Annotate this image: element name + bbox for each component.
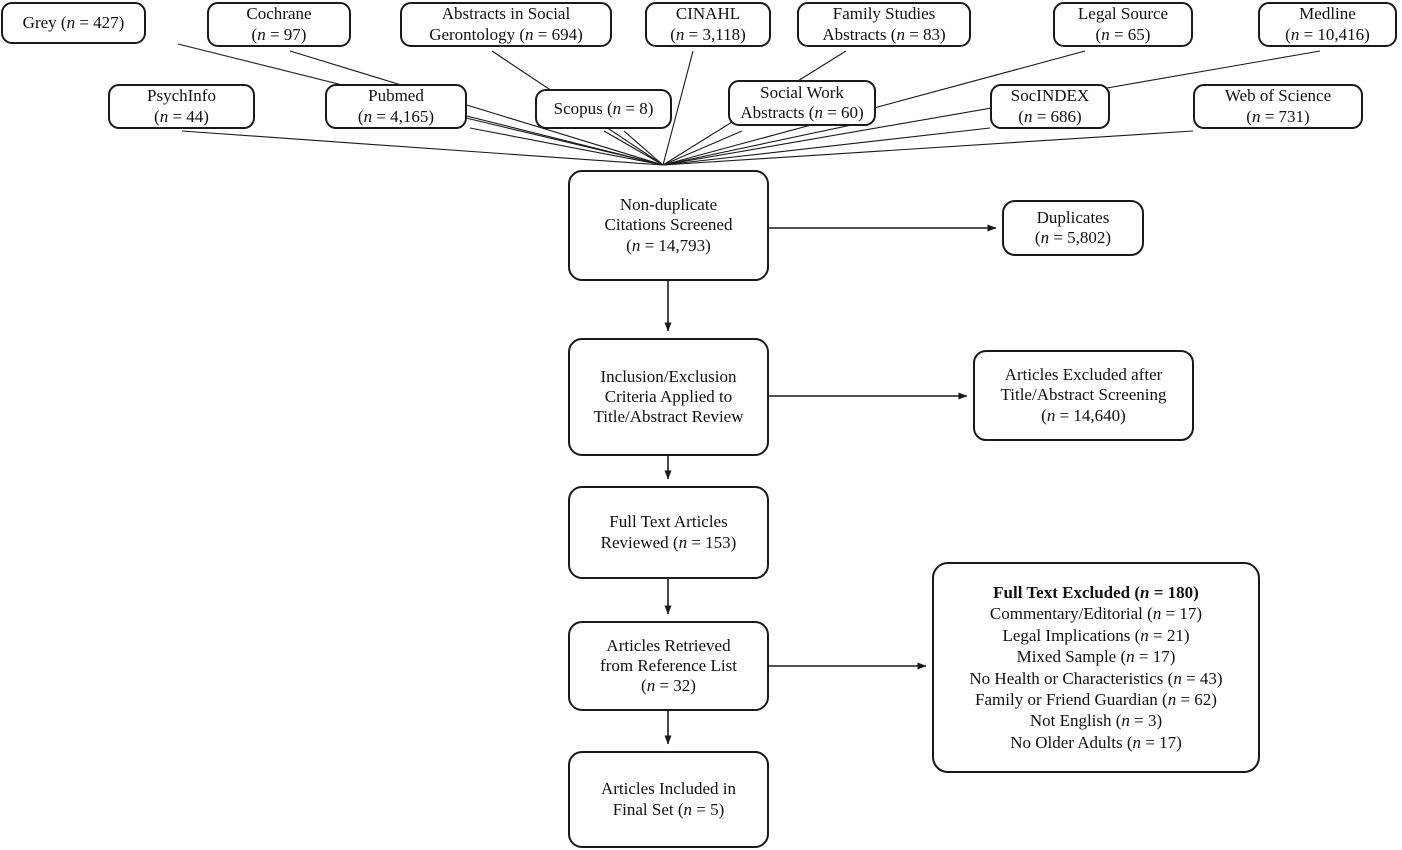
flow-line: (n = 14,793) [626, 235, 711, 255]
flow-line: Non-duplicate [619, 195, 718, 215]
side-box-full-text-excluded[interactable]: Full Text Excluded (n = 180) Commentary/… [932, 562, 1260, 773]
side-box-duplicates[interactable]: Duplicates (n = 5,802) [1002, 200, 1144, 256]
flow-line: Reviewed (n = 153) [600, 532, 737, 552]
source-line: (n = 3,118) [670, 24, 746, 44]
source-box-medline[interactable]: Medline (n = 10,416) [1258, 2, 1397, 47]
source-box-family-studies-abstracts[interactable]: Family Studies Abstracts (n = 83) [797, 2, 971, 47]
source-line: Cochrane [246, 4, 312, 24]
flow-line: Articles Included in [600, 779, 736, 799]
source-line: Gerontology (n = 694) [429, 24, 583, 44]
exclusion-reason: No Older Adults (n = 17) [1010, 732, 1182, 752]
flow-line: from Reference List [600, 655, 737, 675]
source-line: Family Studies [832, 4, 936, 24]
source-line: Abstracts in Social [441, 4, 571, 24]
source-box-legal-source[interactable]: Legal Source (n = 65) [1053, 2, 1193, 47]
source-line: CINAHL [675, 4, 741, 24]
exclusion-reason: Family or Friend Guardian (n = 62) [975, 689, 1217, 709]
source-line: Scopus (n = 8) [553, 98, 654, 118]
flow-line: Articles Retrieved [606, 635, 731, 655]
source-box-cochrane[interactable]: Cochrane (n = 97) [207, 2, 351, 47]
source-line: SocINDEX [1010, 86, 1090, 106]
exclusion-reason: Legal Implications (n = 21) [1002, 625, 1190, 645]
source-line: (n = 686) [1018, 106, 1082, 126]
exclusion-reason: Not English (n = 3) [1029, 711, 1163, 731]
source-box-web-of-science[interactable]: Web of Science (n = 731) [1193, 84, 1363, 129]
flow-line: Full Text Articles [609, 512, 728, 532]
source-line: Abstracts (n = 60) [740, 103, 864, 122]
flow-line: (n = 32) [641, 676, 696, 696]
source-box-psychinfo[interactable]: PsychInfo (n = 44) [108, 84, 255, 129]
exclusion-reason: Mixed Sample (n = 17) [1016, 647, 1176, 667]
source-line: Legal Source [1077, 4, 1169, 24]
source-line: Grey (n = 427) [22, 12, 125, 32]
flow-box-screened[interactable]: Non-duplicate Citations Screened (n = 14… [568, 170, 769, 281]
source-line: Abstracts (n = 83) [822, 24, 946, 44]
source-line: PsychInfo [147, 86, 216, 106]
flow-line: Final Set (n = 5) [612, 799, 725, 819]
source-line: (n = 731) [1246, 106, 1310, 126]
flow-box-retrieved-from-reference-list[interactable]: Articles Retrieved from Reference List (… [568, 621, 769, 711]
source-line: Pubmed [368, 86, 424, 106]
flow-line: Criteria Applied to [604, 386, 733, 406]
source-line: Medline [1299, 4, 1356, 24]
source-box-abstracts-social-gerontology[interactable]: Abstracts in Social Gerontology (n = 694… [400, 2, 612, 47]
source-box-grey[interactable]: Grey (n = 427) [1, 2, 146, 44]
source-line: Social Work [760, 82, 844, 102]
flow-box-included-final-set[interactable]: Articles Included in Final Set (n = 5) [568, 751, 769, 848]
source-box-socindex[interactable]: SocINDEX (n = 686) [990, 84, 1110, 129]
side-line: Articles Excluded after [1004, 365, 1163, 385]
exclusion-reason: No Health or Characteristics (n = 43) [969, 668, 1223, 688]
full-text-excluded-heading: Full Text Excluded (n = 180) [993, 582, 1199, 602]
flow-box-full-text-reviewed[interactable]: Full Text Articles Reviewed (n = 153) [568, 486, 769, 579]
source-box-scopus[interactable]: Scopus (n = 8) [535, 89, 672, 129]
source-line: (n = 97) [251, 24, 307, 44]
source-box-pubmed[interactable]: Pubmed (n = 4,165) [325, 84, 467, 129]
flow-box-criteria[interactable]: Inclusion/Exclusion Criteria Applied to … [568, 338, 769, 456]
exclusion-reason: Commentary/Editorial (n = 17) [989, 604, 1203, 624]
flow-line: Inclusion/Exclusion [600, 366, 737, 386]
side-line: (n = 14,640) [1041, 405, 1126, 425]
side-box-excluded-after-screening[interactable]: Articles Excluded after Title/Abstract S… [973, 350, 1194, 441]
source-box-social-work-abstracts[interactable]: Social Work Abstracts (n = 60) [728, 80, 876, 126]
source-line: (n = 65) [1095, 24, 1151, 44]
flow-line: Citations Screened [604, 215, 733, 235]
flow-line: Title/Abstract Review [593, 407, 744, 427]
source-line: (n = 10,416) [1285, 24, 1370, 44]
side-line: Duplicates [1036, 207, 1110, 227]
source-line: (n = 44) [154, 106, 209, 126]
source-line: Web of Science [1224, 86, 1332, 106]
source-line: (n = 4,165) [357, 106, 435, 126]
side-line: (n = 5,802) [1034, 228, 1112, 247]
source-box-cinahl[interactable]: CINAHL (n = 3,118) [645, 2, 771, 47]
side-line: Title/Abstract Screening [1000, 385, 1167, 405]
